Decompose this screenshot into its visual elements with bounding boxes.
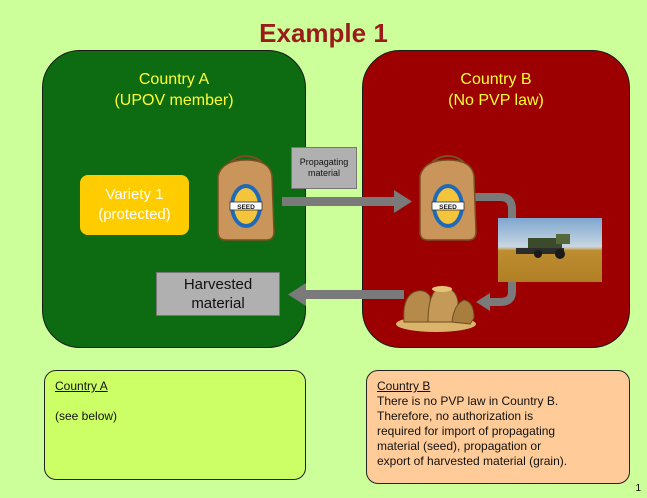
arrow-export-grain: [288, 283, 404, 306]
page-number: 1: [635, 483, 641, 494]
slide-title: Example 1: [259, 18, 388, 48]
country-a-heading: Country A (UPOV member): [43, 69, 305, 111]
seed-bag-text: SEED: [237, 204, 255, 211]
country-b-note: Country B There is no PVP law in Country…: [366, 370, 630, 484]
country-b-note-line3: required for import of propagating: [377, 424, 556, 438]
propagating-line2: material: [307, 168, 340, 178]
seed-bag-icon: SEED: [217, 155, 275, 241]
arrow-harvest: [488, 280, 516, 306]
seed-bag-icon: SEED: [419, 155, 477, 241]
arrow-export-seed: [282, 190, 412, 213]
country-b-name: Country B: [460, 71, 532, 88]
arrow-propagate: [474, 193, 516, 222]
country-b-status: (No PVP law): [448, 92, 544, 109]
harvested-line1: Harvested: [183, 276, 253, 293]
harvested-material-label: Harvested material: [156, 272, 280, 316]
country-a-note: Country A (see below): [44, 370, 306, 480]
country-a-note-heading: Country A: [55, 379, 108, 393]
seed-bag-text: SEED: [439, 204, 457, 211]
variety-status: (protected): [98, 206, 171, 223]
variety-box: Variety 1 (protected): [80, 175, 189, 235]
country-b-note-heading: Country B: [377, 379, 431, 393]
country-b-note-line2: Therefore, no authorization is: [377, 409, 534, 423]
country-a-note-body: (see below): [55, 409, 118, 423]
country-a-status: (UPOV member): [114, 92, 234, 109]
country-b-heading: Country B (No PVP law): [363, 69, 629, 111]
country-b-note-line5: export of harvested material (grain).: [377, 454, 568, 468]
country-b-note-line4: material (seed), propagation or: [377, 439, 542, 453]
country-b-note-line1: There is no PVP law in Country B.: [377, 394, 559, 408]
country-a-name: Country A: [138, 71, 210, 88]
grain-sacks-icon: [396, 285, 476, 332]
variety-name: Variety 1: [105, 186, 164, 203]
propagating-line1: Propagating: [299, 157, 349, 167]
harvested-line2: material: [191, 295, 245, 312]
propagating-material-label: Propagating material: [291, 147, 357, 189]
combine-harvester-icon: [498, 218, 602, 282]
arrow-harvest-head: [476, 293, 490, 311]
